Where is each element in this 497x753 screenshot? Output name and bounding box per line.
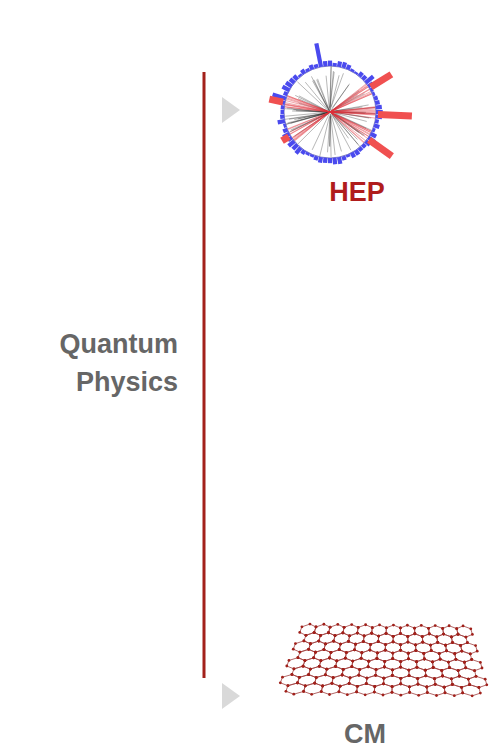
pointer-triangle xyxy=(222,97,240,123)
graphene-lattice xyxy=(279,623,488,698)
event-display xyxy=(269,43,412,164)
domain-label: CM xyxy=(344,715,386,753)
pointer-triangle xyxy=(222,683,240,709)
domain-label: HEP xyxy=(329,173,385,211)
axis-line xyxy=(203,72,206,678)
axis-title: Quantum Physics xyxy=(28,325,178,401)
